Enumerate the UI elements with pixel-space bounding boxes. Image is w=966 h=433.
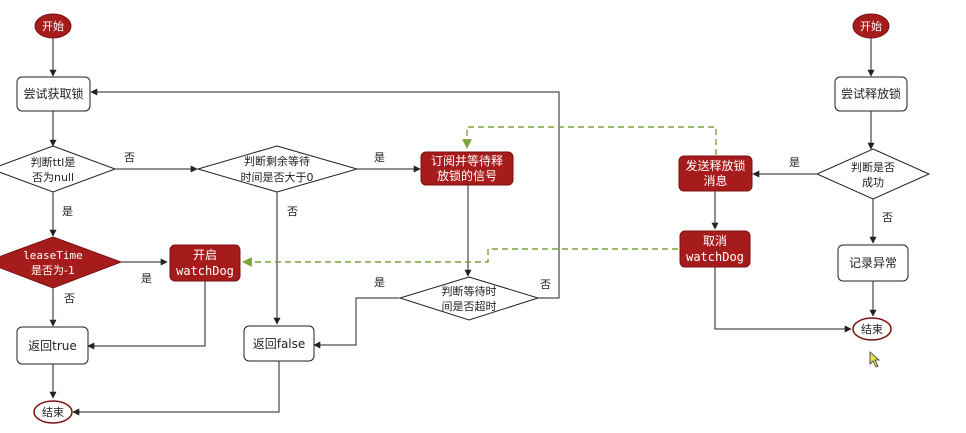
label-no-2: 否 (287, 205, 298, 218)
left-end: 结束 (33, 400, 73, 424)
subscribe-line2: 放锁的信号 (437, 168, 497, 183)
label-yes-2: 是 (62, 205, 73, 218)
right-start-text: 开始 (860, 19, 882, 33)
mouse-cursor-icon (869, 351, 881, 368)
left-branch-labels: 否 是 是 否 是 否 是 否 (62, 151, 551, 305)
label-no-4: 否 (540, 278, 551, 291)
lease-time-decision: leaseTime 是否为-1 (0, 236, 123, 289)
success-decision: 判断是否 成功 (815, 148, 931, 200)
label-no-3: 否 (64, 292, 75, 305)
timeout-decision: 判断等待时 间是否超时 (398, 276, 540, 321)
timeout-line1: 判断等待时 (442, 284, 497, 298)
cancel-watchdog-box: 取消 watchDog (679, 230, 751, 268)
send-release-box: 发送释放锁 消息 (678, 155, 753, 192)
right-branch-labels: 是 否 (789, 156, 893, 224)
right-end-text: 结束 (861, 323, 883, 336)
label-yes-1: 是 (374, 151, 385, 164)
left-start-text: 开始 (42, 19, 64, 33)
ttl-null-line2: 否为null (32, 171, 74, 184)
label-no-5: 否 (882, 211, 893, 224)
left-connectors (49, 38, 560, 416)
remaining-line1: 判断剩余等待 (244, 154, 310, 168)
record-error-text: 记录异常 (849, 256, 897, 270)
lease-line1: leaseTime (23, 249, 83, 262)
left-end-text: 结束 (42, 406, 64, 419)
return-false-text: 返回false (253, 337, 306, 351)
lease-line2: 是否为-1 (31, 264, 75, 277)
try-unlock-box: 尝试释放锁 (834, 76, 908, 112)
send-release-line2: 消息 (703, 173, 727, 188)
send-release-line1: 发送释放锁 (685, 158, 745, 173)
success-line1: 判断是否 (851, 160, 895, 174)
cancel-watchdog-line1: 取消 (703, 234, 727, 248)
return-false-box: 返回false (243, 325, 315, 362)
return-true-box: 返回true (16, 326, 89, 365)
watchdog-on-line1: 开启 (193, 248, 217, 262)
watchdog-on-box: 开启 watchDog (169, 244, 241, 282)
try-lock-text: 尝试获取锁 (23, 86, 83, 101)
ttl-null-line1: 判断ttl是 (31, 155, 76, 169)
left-start: 开始 (34, 13, 72, 39)
watchdog-on-line2: watchDog (176, 264, 234, 278)
signal-dashed-lines (242, 126, 717, 267)
right-connectors (711, 38, 877, 333)
record-error-box: 记录异常 (837, 244, 909, 282)
subscribe-line1: 订阅并等待释 (431, 154, 503, 168)
subscribe-box: 订阅并等待释 放锁的信号 (420, 151, 514, 186)
success-line2: 成功 (862, 176, 884, 189)
right-start: 开始 (852, 13, 890, 39)
ttl-null-decision: 判断ttl是 否为null (0, 145, 117, 193)
right-end: 结束 (852, 317, 892, 341)
cancel-watchdog-line2: watchDog (686, 250, 744, 264)
return-true-text: 返回true (28, 339, 77, 353)
remaining-time-decision: 判断剩余等待 时间是否大于0 (196, 145, 359, 193)
remaining-line2: 时间是否大于0 (241, 170, 314, 184)
timeout-line2: 间是否超时 (442, 299, 497, 313)
label-yes-4: 是 (374, 276, 385, 289)
try-lock-box: 尝试获取锁 (16, 76, 91, 112)
label-yes-5: 是 (789, 156, 800, 169)
label-yes-3: 是 (141, 272, 152, 285)
label-no-1: 否 (124, 151, 135, 164)
try-unlock-text: 尝试释放锁 (841, 86, 901, 101)
